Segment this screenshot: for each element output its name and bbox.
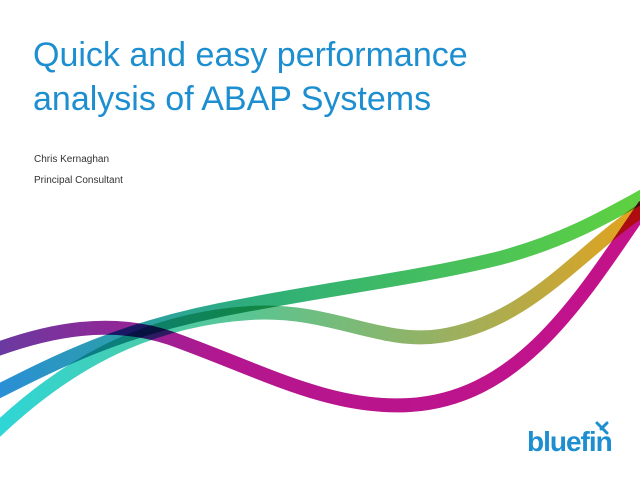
slide-title: Quick and easy performance analysis of A… <box>33 33 468 121</box>
fin-star-icon <box>595 421 609 435</box>
author-name: Chris Kernaghan <box>34 154 110 165</box>
cyan-orange-curve <box>0 202 640 437</box>
title-line-2: analysis of ABAP Systems <box>33 80 432 118</box>
blue-green-curve <box>0 189 640 399</box>
author-role: Principal Consultant <box>34 175 123 186</box>
title-line-1: Quick and easy performance <box>33 36 468 74</box>
purple-magenta-curve <box>0 201 640 413</box>
bluefin-logo: bluefin <box>527 426 613 457</box>
